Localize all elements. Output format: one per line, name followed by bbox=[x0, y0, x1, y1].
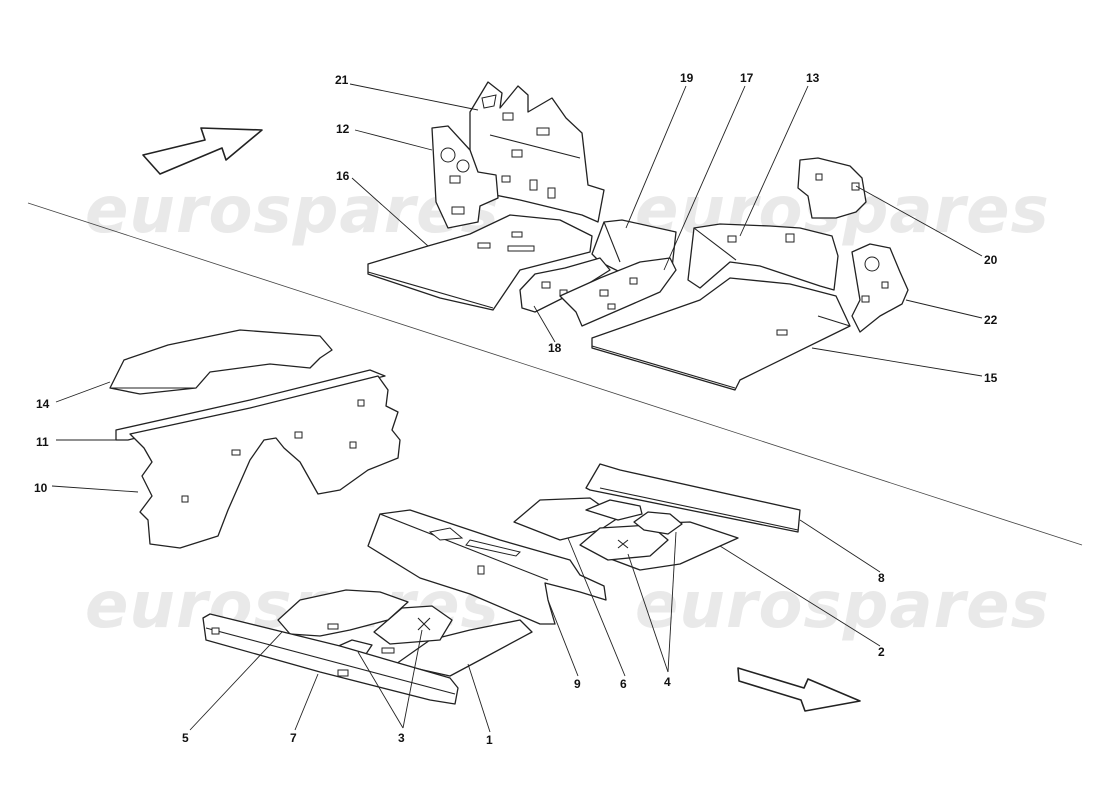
part-15-floor-mat bbox=[591, 277, 851, 391]
part-10-firewall-panel bbox=[129, 375, 401, 549]
part-12-side-panel bbox=[431, 125, 499, 229]
callout-1: 1 bbox=[486, 733, 493, 747]
part-8-strip bbox=[585, 463, 801, 533]
callout-20: 20 bbox=[984, 253, 998, 267]
callout-21: 21 bbox=[335, 73, 349, 87]
part-17-panel bbox=[559, 257, 677, 327]
callout-3: 3 bbox=[398, 731, 405, 745]
callout-22: 22 bbox=[984, 313, 998, 327]
callout-labels: 21 12 16 19 17 13 20 22 15 18 14 11 10 8… bbox=[34, 71, 998, 747]
watermark-top-left: eurospares bbox=[85, 174, 500, 248]
leader-lines bbox=[51, 83, 983, 733]
callout-6: 6 bbox=[620, 677, 627, 691]
part-20-panel bbox=[797, 157, 867, 219]
callout-8: 8 bbox=[878, 571, 885, 585]
direction-arrow-icon bbox=[142, 127, 263, 175]
part-22-panel bbox=[851, 243, 909, 333]
callout-11: 11 bbox=[36, 435, 49, 449]
section-divider bbox=[27, 202, 1083, 546]
part-18-panel bbox=[519, 257, 611, 313]
callout-10: 10 bbox=[34, 481, 48, 495]
direction-arrow-icon bbox=[737, 667, 861, 712]
part-6-mat bbox=[513, 497, 643, 541]
callout-16: 16 bbox=[336, 169, 350, 183]
part-7-sill bbox=[202, 613, 459, 705]
callout-17: 17 bbox=[740, 71, 754, 85]
part-14-panel bbox=[109, 329, 333, 395]
callout-9: 9 bbox=[574, 677, 581, 691]
callout-14: 14 bbox=[36, 397, 50, 411]
part-16-floor-mat bbox=[367, 214, 593, 311]
callout-19: 19 bbox=[680, 71, 694, 85]
watermark-bottom-right: eurospares bbox=[635, 569, 1050, 643]
part-4-mats bbox=[579, 511, 683, 561]
callout-7: 7 bbox=[290, 731, 297, 745]
part-21-rear-bulkhead bbox=[469, 81, 605, 223]
callout-5: 5 bbox=[182, 731, 189, 745]
part-9-tunnel bbox=[367, 509, 607, 625]
callout-12: 12 bbox=[336, 122, 350, 136]
callout-18: 18 bbox=[548, 341, 562, 355]
part-5-mat bbox=[277, 589, 409, 637]
part-13-front-bulkhead bbox=[687, 223, 839, 291]
callout-13: 13 bbox=[806, 71, 820, 85]
callout-2: 2 bbox=[878, 645, 885, 659]
callout-4: 4 bbox=[664, 675, 671, 689]
callout-15: 15 bbox=[984, 371, 998, 385]
